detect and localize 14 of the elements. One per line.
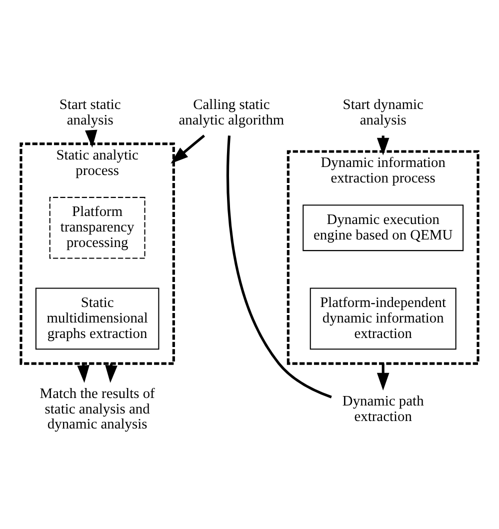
- node-text: Start static analysis: [59, 96, 121, 128]
- node-text: Match the results of static analysis and dynamic analysis: [40, 385, 155, 432]
- node-text: Start dynamic analysis: [342, 96, 424, 128]
- arrow: [376, 363, 390, 390]
- node-text: Calling static analytic algorithm: [178, 96, 284, 128]
- node-box: Platform transparency processing: [49, 196, 146, 258]
- node-box: Static multidimensional graphs extraction: [35, 287, 160, 350]
- arrow: [170, 134, 205, 164]
- node-text: Dynamic path extraction: [342, 393, 424, 424]
- connector: [226, 135, 332, 398]
- arrow: [77, 364, 90, 382]
- arrow: [85, 129, 98, 148]
- node-box: Dynamic execution engine based on QEMU: [302, 204, 464, 251]
- node-box: Platform-independent dynamic information extraction: [310, 287, 456, 350]
